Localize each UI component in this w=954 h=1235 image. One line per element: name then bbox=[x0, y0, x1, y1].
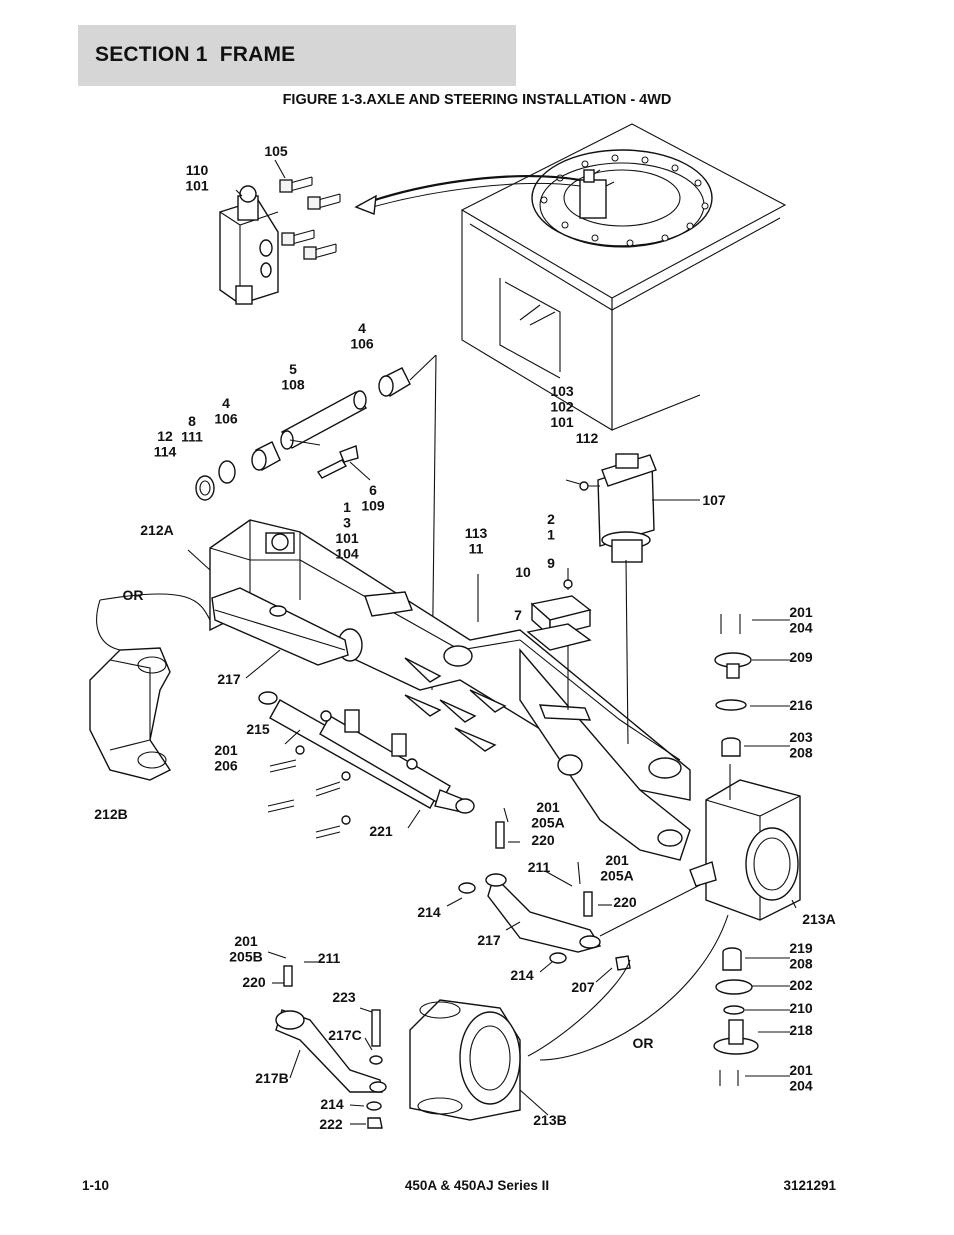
callout-220-3: 220 bbox=[242, 974, 266, 990]
callout-215: 215 bbox=[246, 721, 270, 737]
callout-217C: 217C bbox=[328, 1027, 361, 1043]
callout-210: 210 bbox=[789, 1000, 813, 1016]
callout-112: 112 bbox=[576, 430, 599, 446]
callout-OR-right: OR bbox=[633, 1035, 654, 1051]
callout-7: 7 bbox=[514, 607, 522, 623]
leader-lines bbox=[245, 439, 797, 1125]
callout-212A: 212A bbox=[140, 522, 173, 538]
callout-220-1: 220 bbox=[531, 832, 555, 848]
callout-207: 207 bbox=[571, 979, 595, 995]
callout-217-top: 217 bbox=[217, 671, 241, 687]
lockout-cylinder-drawing bbox=[526, 453, 700, 745]
callout-218: 218 bbox=[789, 1022, 813, 1038]
callout-214-3: 214 bbox=[320, 1096, 344, 1112]
callout-213A: 213A bbox=[802, 911, 835, 927]
valve-block-drawing bbox=[219, 159, 341, 305]
callout-211-2: 211 bbox=[318, 950, 341, 966]
section-title: SECTION 1 FRAME bbox=[95, 43, 296, 66]
callout-211-1: 211 bbox=[528, 859, 551, 875]
spindle-212b-drawing bbox=[89, 549, 211, 781]
frame-turntable-drawing bbox=[354, 123, 787, 431]
callout-202: 202 bbox=[789, 977, 813, 993]
callout-10: 10 bbox=[515, 564, 531, 580]
callout-9: 9 bbox=[547, 555, 555, 571]
callout-217B: 217B bbox=[255, 1070, 288, 1086]
footer-model: 450A & 450AJ Series II bbox=[404, 1178, 550, 1193]
callout-214-2: 214 bbox=[510, 967, 534, 983]
callout-209: 209 bbox=[789, 649, 813, 665]
callout-213B: 213B bbox=[533, 1112, 566, 1128]
callout-105: 105 bbox=[264, 143, 288, 159]
spindle-213b-drawing bbox=[275, 959, 631, 1129]
callout-107: 107 bbox=[702, 492, 726, 508]
spindle-213a-drawing bbox=[539, 614, 801, 1086]
callout-223: 223 bbox=[332, 989, 356, 1005]
callout-OR-left: OR bbox=[123, 587, 144, 603]
figure-title: FIGURE 1-3.AXLE AND STEERING INSTALLATIO… bbox=[282, 92, 672, 108]
callout-212B: 212B bbox=[94, 806, 127, 822]
footer-page-number: 1-10 bbox=[82, 1178, 110, 1193]
axle-beam-drawing bbox=[209, 519, 691, 861]
steering-cylinder-drawing bbox=[258, 691, 475, 839]
callout-216: 216 bbox=[789, 697, 813, 713]
tie-rod-link-drawing bbox=[458, 807, 701, 971]
callout-220-2: 220 bbox=[613, 894, 637, 910]
callout-217-mid: 217 bbox=[477, 932, 501, 948]
callout-214-1: 214 bbox=[417, 904, 441, 920]
callout-222: 222 bbox=[319, 1116, 343, 1132]
section-header-band bbox=[78, 25, 516, 86]
callout-221: 221 bbox=[369, 823, 393, 839]
footer-document-number: 3121291 bbox=[783, 1178, 836, 1193]
